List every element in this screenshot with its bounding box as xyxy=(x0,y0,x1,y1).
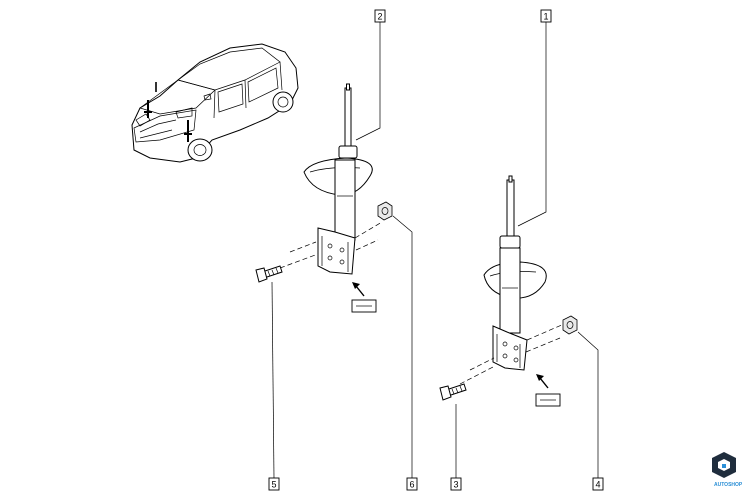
callout-6-label: 6 xyxy=(409,480,414,490)
rear-wheel xyxy=(272,91,294,113)
nut-right xyxy=(562,315,578,335)
callout-4-label: 4 xyxy=(595,480,600,490)
car-illustration xyxy=(131,43,299,163)
callout-2: 2 xyxy=(374,9,386,23)
callout-5-label: 5 xyxy=(271,480,276,490)
callout-2-label: 2 xyxy=(377,12,382,22)
callout-6: 6 xyxy=(406,477,418,491)
strut-right xyxy=(459,175,565,385)
callout-5: 5 xyxy=(268,477,280,491)
arrow-left xyxy=(351,282,377,313)
nut-left xyxy=(377,201,393,221)
callout-3: 3 xyxy=(450,477,462,491)
bolt-left xyxy=(255,265,283,283)
arrow-right xyxy=(535,374,561,407)
callout-1-label: 1 xyxy=(543,12,548,22)
callout-3-label: 3 xyxy=(453,480,458,490)
leader-lines xyxy=(271,22,599,479)
front-wheel xyxy=(187,138,213,162)
strut-left xyxy=(279,83,383,275)
callout-4: 4 xyxy=(592,477,604,491)
callout-1: 1 xyxy=(540,9,552,23)
shop-logo-text: AUTOSHOP xyxy=(714,482,743,488)
shop-logo: AUTOSHOP xyxy=(712,452,743,488)
bolt-right xyxy=(439,383,467,401)
